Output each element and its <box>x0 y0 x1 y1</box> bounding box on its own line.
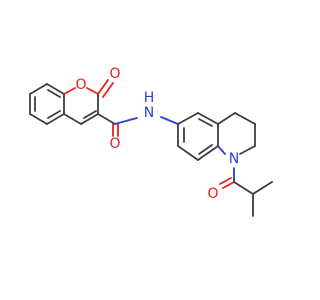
atom-label-oxygen: O <box>207 186 218 202</box>
atom-label-oxygen: O <box>109 66 120 82</box>
bond <box>114 117 138 125</box>
bond <box>239 145 256 155</box>
atom-label-oxygen: O <box>75 77 86 93</box>
bond <box>219 177 232 185</box>
bond <box>217 112 236 125</box>
bond <box>47 89 61 98</box>
bond <box>198 144 213 155</box>
bond <box>29 113 48 125</box>
bond <box>29 83 48 95</box>
bond <box>46 83 65 95</box>
atom-label-nitrogen: N <box>144 105 154 121</box>
bond <box>97 113 116 125</box>
bond <box>63 87 76 95</box>
atom-label-nitrogen: N <box>229 151 239 167</box>
bond <box>46 113 65 125</box>
bond <box>47 110 61 119</box>
bond <box>177 112 199 125</box>
chemical-structure-diagram: O O O N H N O <box>29 66 273 217</box>
bond <box>83 110 97 119</box>
bond <box>217 145 226 155</box>
bond <box>198 118 213 127</box>
atom-label-layer: O O O N H N O <box>75 66 239 202</box>
bond <box>197 145 219 161</box>
bond <box>80 113 99 125</box>
bond <box>234 112 256 125</box>
bond <box>222 181 235 189</box>
bond <box>97 79 109 95</box>
atom-label-oxygen: O <box>109 136 120 152</box>
bond <box>252 181 273 195</box>
bond <box>160 116 179 125</box>
bond-layer <box>29 79 273 217</box>
bond <box>233 181 254 195</box>
bond <box>197 112 219 125</box>
atom-label-hydrogen: H <box>144 90 155 106</box>
bond <box>177 145 199 161</box>
bond <box>102 82 114 98</box>
bond <box>86 87 99 95</box>
bond <box>63 113 82 125</box>
